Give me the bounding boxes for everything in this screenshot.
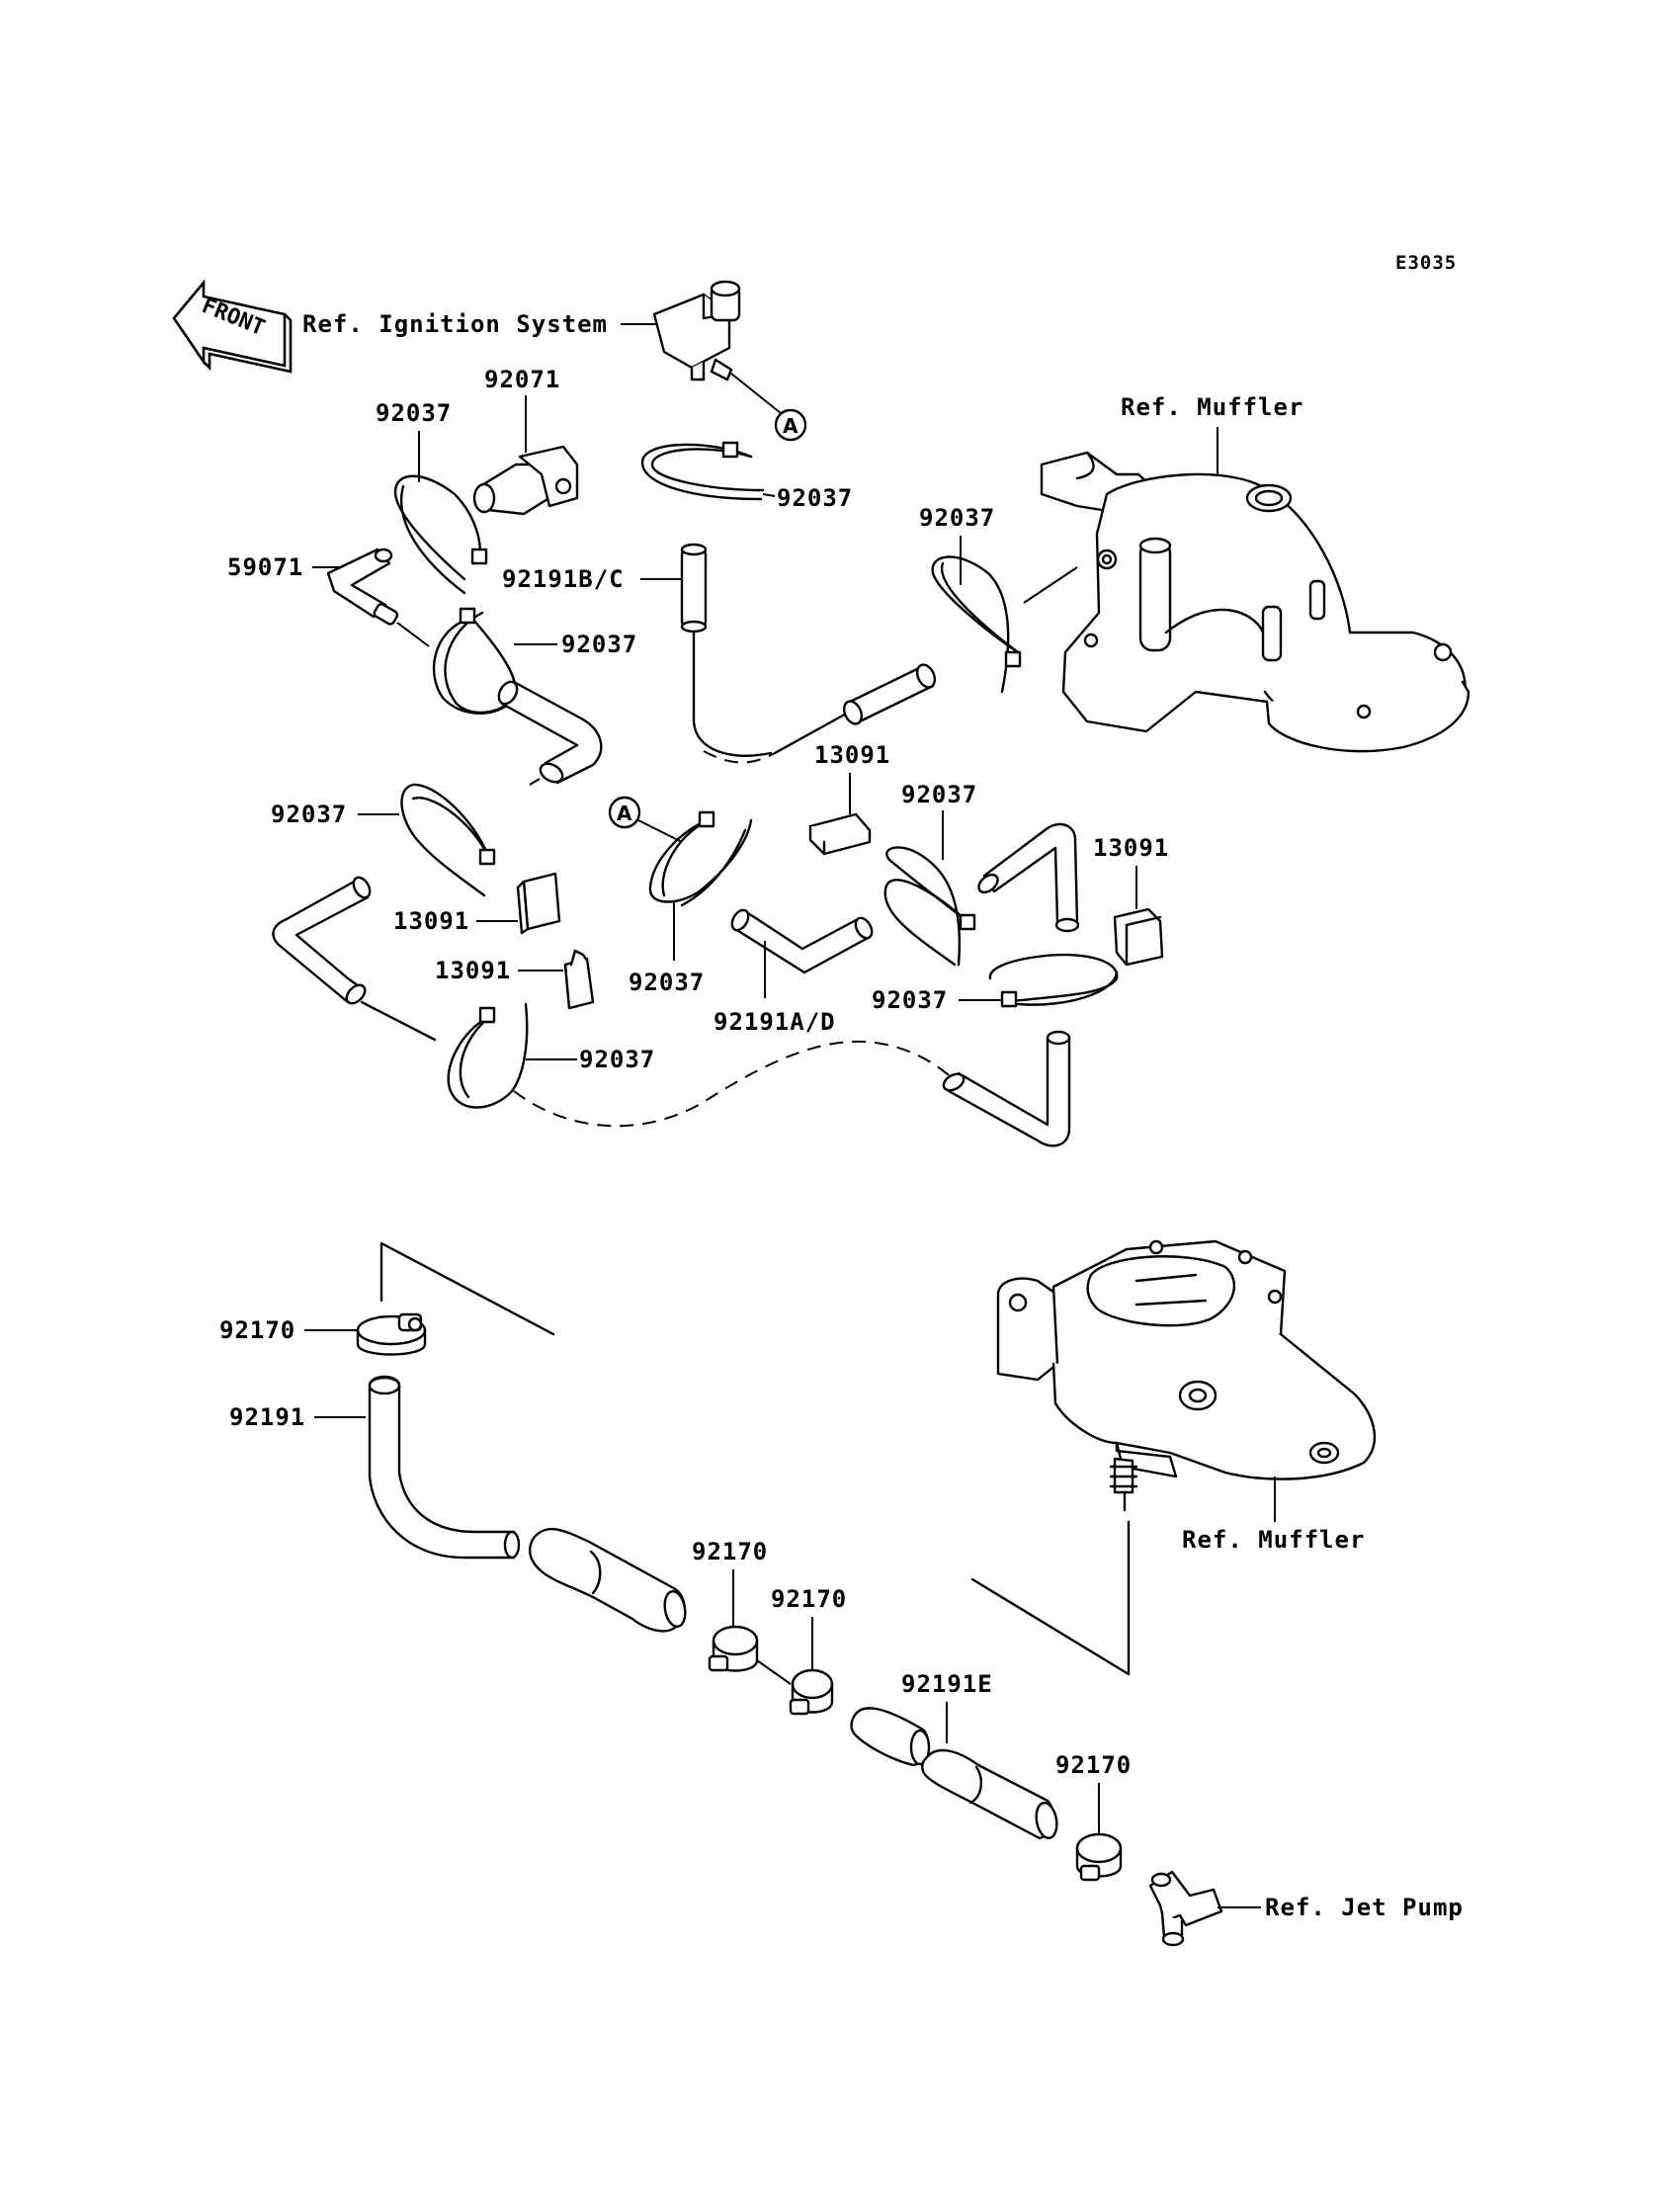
band-92037-d xyxy=(931,555,1022,694)
label-92170-c: 92170 xyxy=(771,1585,847,1613)
clamp-92170-a xyxy=(356,1312,427,1356)
svg-text:A: A xyxy=(783,414,798,438)
hose-92191 xyxy=(368,1375,521,1560)
muffler-bottom xyxy=(996,1239,1377,1512)
hose-92191e-a xyxy=(850,1707,931,1767)
elbow-59071 xyxy=(326,548,399,626)
label-92191: 92191 xyxy=(229,1403,305,1431)
label-92037-f: 92037 xyxy=(629,969,705,996)
cap-13091-b xyxy=(516,872,561,935)
ref-ignition-system: Ref. Ignition System xyxy=(302,310,608,338)
hose-upper-left xyxy=(497,680,603,785)
ref-jet-pump: Ref. Jet Pump xyxy=(1265,1894,1464,1921)
svg-text:A: A xyxy=(617,802,632,825)
clamp-92170-c xyxy=(789,1668,834,1716)
band-92037-e xyxy=(400,783,496,897)
cap-13091-a xyxy=(808,812,872,856)
hose-short-mid xyxy=(842,663,937,725)
hose-92191-extension xyxy=(529,1527,687,1633)
cap-13091-c xyxy=(563,949,595,1010)
diagram-code: E3035 xyxy=(1395,252,1457,274)
ref-muffler-top: Ref. Muffler xyxy=(1121,393,1303,421)
muffler-top xyxy=(1040,451,1470,753)
label-13091-a: 13091 xyxy=(814,741,890,769)
hose-right-middle xyxy=(977,822,1080,933)
label-92037-g: 92037 xyxy=(901,781,977,808)
label-59071: 59071 xyxy=(227,553,303,581)
label-13091-b: 13091 xyxy=(393,907,469,935)
band-92037-c xyxy=(432,607,517,715)
clamp-92170-d xyxy=(1075,1832,1123,1882)
hose-lower-right xyxy=(942,1030,1071,1147)
marker-a-middle: A xyxy=(608,796,641,829)
ref-muffler-bottom: Ref. Muffler xyxy=(1182,1526,1365,1554)
marker-a-top: A xyxy=(774,408,807,442)
band-92037-f xyxy=(648,810,753,907)
fitting-jet-pump xyxy=(1148,1870,1223,1947)
band-92037-b xyxy=(640,441,765,501)
front-arrow-icon: FRONT xyxy=(172,279,293,374)
label-13091-d: 13091 xyxy=(1093,834,1169,862)
band-92037-i xyxy=(447,1002,529,1109)
label-92037-h: 92037 xyxy=(872,986,948,1014)
label-92170-b: 92170 xyxy=(692,1538,768,1565)
fitting-92071 xyxy=(472,445,579,516)
label-13091-c: 13091 xyxy=(435,957,511,984)
label-92191bc: 92191B/C xyxy=(502,565,625,593)
clamp-92170-b xyxy=(708,1625,759,1672)
label-92071: 92071 xyxy=(484,366,560,393)
label-92037-i: 92037 xyxy=(579,1046,655,1073)
hose-left-middle xyxy=(272,876,372,1005)
label-92170-a: 92170 xyxy=(219,1316,295,1344)
hose-92191e-b xyxy=(921,1748,1058,1840)
label-92191e: 92191E xyxy=(901,1670,993,1698)
label-92170-d: 92170 xyxy=(1055,1751,1132,1779)
label-92037-d: 92037 xyxy=(919,504,995,532)
cap-13091-d xyxy=(1113,907,1164,967)
label-92037-a: 92037 xyxy=(376,399,452,427)
label-92037-e: 92037 xyxy=(271,801,347,828)
band-92037-g xyxy=(883,846,976,967)
label-92037-c: 92037 xyxy=(561,631,637,658)
band-92037-a xyxy=(393,474,488,595)
ignition-fitting xyxy=(652,280,741,381)
band-92037-h xyxy=(988,953,1119,1008)
hose-92191bc xyxy=(680,543,708,634)
label-92191ad: 92191A/D xyxy=(714,1008,836,1036)
label-92037-b: 92037 xyxy=(777,484,853,512)
hose-92191ad xyxy=(730,908,874,974)
